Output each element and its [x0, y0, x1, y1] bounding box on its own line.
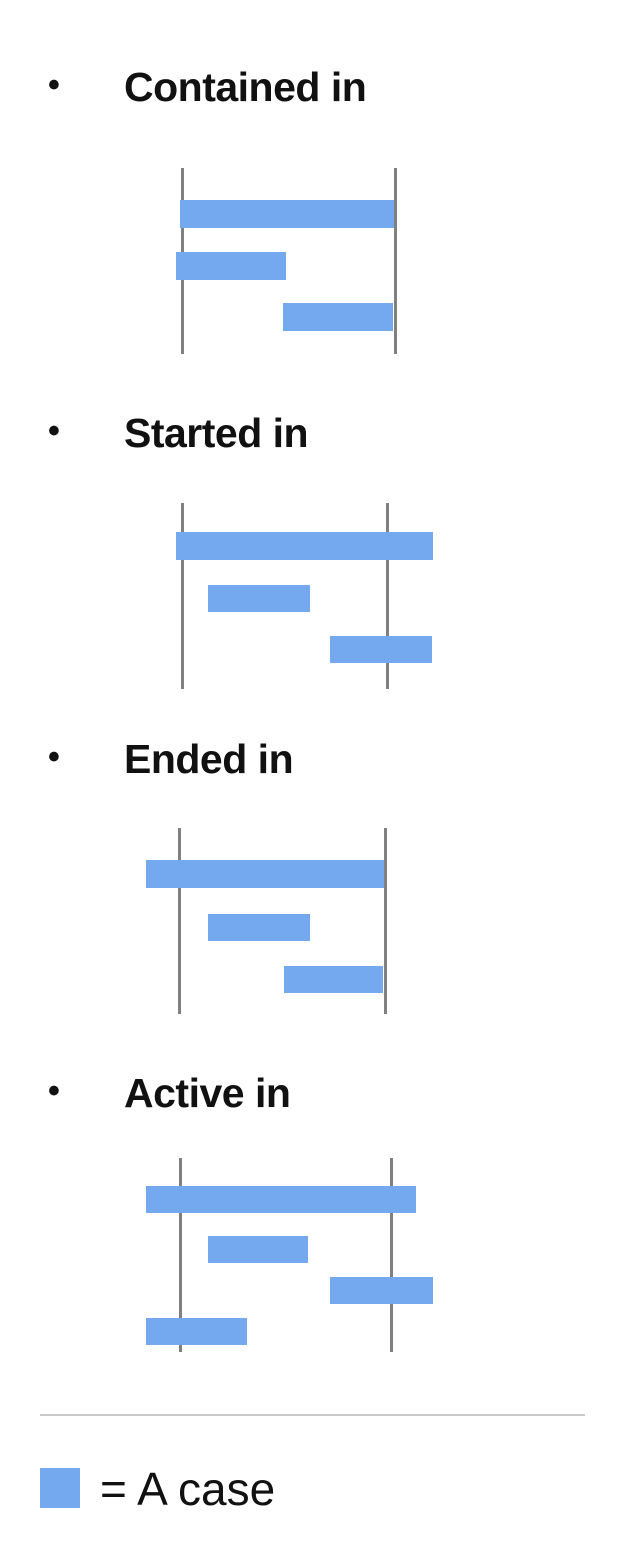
legend-divider	[40, 1414, 585, 1416]
timeline-diagram-contained-in	[140, 168, 450, 354]
bullet-marker: •	[48, 738, 60, 776]
section-label-started-in: Started in	[124, 410, 309, 456]
window-boundary-line	[181, 503, 184, 689]
case-bar	[284, 966, 383, 993]
case-bar	[330, 1277, 433, 1304]
bullet-marker: •	[48, 412, 60, 450]
timeline-diagram-active-in	[140, 1158, 450, 1352]
section-label-ended-in: Ended in	[124, 736, 294, 782]
case-bar	[146, 1186, 416, 1213]
case-bar	[146, 860, 384, 888]
window-boundary-line	[394, 168, 397, 354]
case-bar	[176, 532, 433, 560]
timeline-diagram-ended-in	[140, 828, 450, 1014]
window-boundary-line	[178, 828, 181, 1014]
section-active-in: • Active in	[0, 1070, 618, 1126]
section-label-contained-in: Contained in	[124, 64, 367, 110]
case-bar	[176, 252, 286, 280]
legend: = A case	[40, 1462, 600, 1515]
window-boundary-line	[386, 503, 389, 689]
timeline-diagram-started-in	[140, 503, 450, 689]
legend-label: = A case	[100, 1463, 276, 1515]
case-bar	[208, 1236, 308, 1263]
bullet-marker: •	[48, 1072, 60, 1110]
case-bar	[180, 200, 394, 228]
window-boundary-line	[390, 1158, 393, 1352]
case-bar	[146, 1318, 247, 1345]
section-label-active-in: Active in	[124, 1070, 291, 1116]
section-contained-in: • Contained in	[0, 64, 618, 120]
section-started-in: • Started in	[0, 410, 618, 466]
case-bar	[283, 303, 393, 331]
window-boundary-line	[384, 828, 387, 1014]
window-boundary-line	[179, 1158, 182, 1352]
case-bar	[208, 914, 310, 941]
case-bar	[208, 585, 310, 612]
case-color-swatch	[40, 1468, 80, 1508]
bullet-marker: •	[48, 66, 60, 104]
case-bar	[330, 636, 432, 663]
section-ended-in: • Ended in	[0, 736, 618, 792]
